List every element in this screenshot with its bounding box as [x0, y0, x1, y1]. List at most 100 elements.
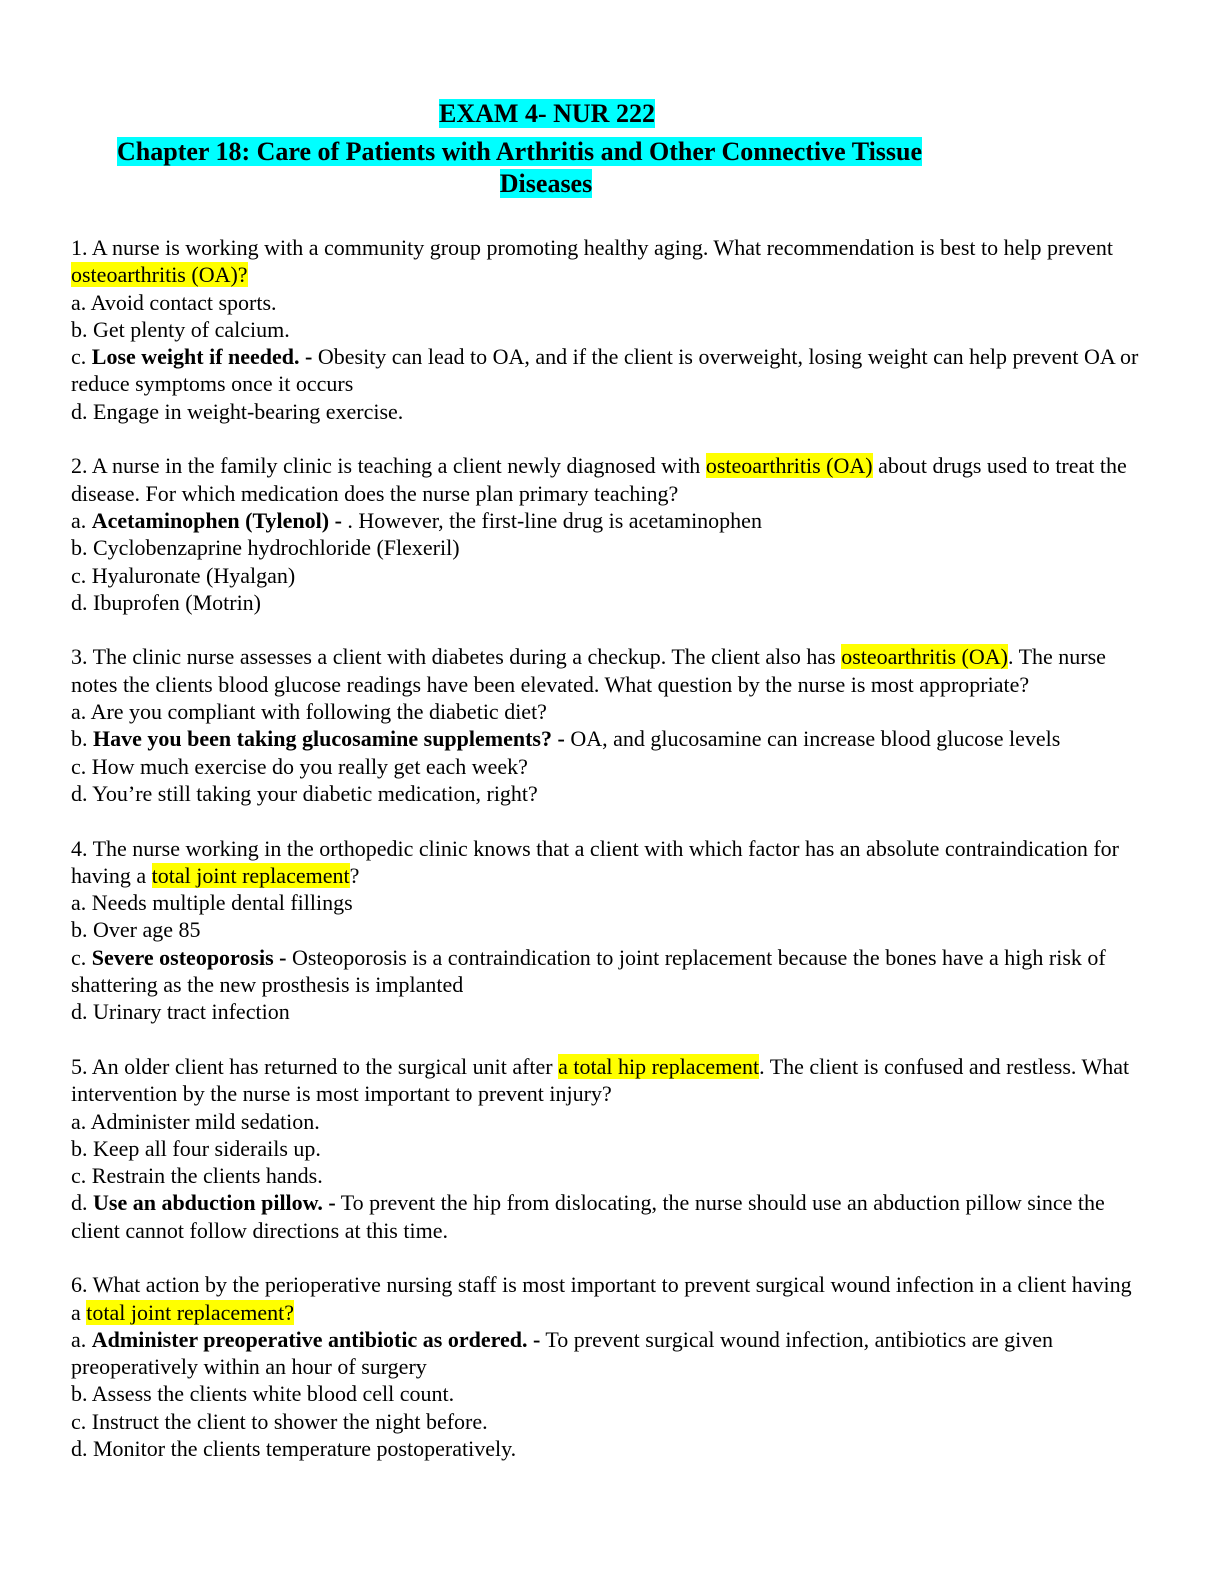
- option-text: Restrain the clients hands.: [91, 1163, 323, 1189]
- option-a: a. Avoid contact sports.: [71, 289, 1141, 316]
- question-3: 3. The clinic nurse assesses a client wi…: [71, 643, 1141, 807]
- option-a: a. Are you compliant with following the …: [71, 698, 1141, 725]
- option-letter: b.: [71, 316, 93, 342]
- option-c-correct: c. Severe osteoporosis - Osteoporosis is…: [71, 944, 1141, 999]
- correct-answer-text: Acetaminophen (Tylenol) -: [91, 507, 342, 533]
- question-stem: 1. A nurse is working with a community g…: [71, 234, 1141, 289]
- highlighted-term: a total hip replacement: [558, 1053, 760, 1079]
- option-letter: c.: [71, 753, 92, 779]
- question-stem: 5. An older client has returned to the s…: [71, 1053, 1141, 1108]
- option-letter: c.: [71, 1163, 92, 1189]
- highlighted-term: osteoarthritis (OA)?: [71, 262, 248, 288]
- option-letter: c.: [71, 944, 92, 970]
- stem-text-after: ?: [349, 862, 360, 888]
- exam-title: EXAM 4- NUR 222: [439, 99, 655, 128]
- option-b: b. Get plenty of calcium.: [71, 316, 1141, 343]
- stem-text: 3. The clinic nurse assesses a client wi…: [71, 644, 842, 670]
- option-letter: b.: [71, 1381, 92, 1407]
- correct-answer-text: Administer preoperative antibiotic as or…: [91, 1326, 541, 1352]
- option-c: c. Instruct the client to shower the nig…: [71, 1408, 1141, 1435]
- option-b-correct: b. Have you been taking glucosamine supp…: [71, 725, 1141, 752]
- stem-text: 6. What action by the perioperative nurs…: [71, 1272, 1132, 1325]
- option-a-correct: a. Administer preoperative antibiotic as…: [71, 1326, 1141, 1381]
- highlighted-term: osteoarthritis (OA): [705, 453, 873, 479]
- option-letter: d.: [71, 999, 93, 1025]
- question-4: 4. The nurse working in the orthopedic c…: [71, 835, 1141, 1026]
- option-letter: b.: [71, 535, 93, 561]
- option-text: Monitor the clients temperature postoper…: [93, 1436, 517, 1462]
- option-a: a. Needs multiple dental fillings: [71, 889, 1141, 916]
- option-text: Urinary tract infection: [93, 999, 290, 1025]
- option-text: Cyclobenzaprine hydrochloride (Flexeril): [93, 535, 460, 561]
- answer-rationale: To prevent surgical wound infection, ant…: [71, 1326, 1053, 1380]
- option-b: b. Over age 85: [71, 916, 1141, 943]
- option-text: Assess the clients white blood cell coun…: [91, 1381, 455, 1407]
- option-text: Are you compliant with following the dia…: [90, 699, 547, 725]
- highlighted-term: osteoarthritis (OA): [841, 644, 1008, 670]
- option-text: Over age 85: [93, 917, 201, 943]
- option-text: Hyaluronate (Hyalgan): [91, 562, 296, 588]
- option-c: c. Restrain the clients hands.: [71, 1162, 1141, 1189]
- answer-rationale: To prevent the hip from dislocating, the…: [71, 1190, 1105, 1243]
- option-letter: d.: [71, 780, 93, 806]
- stem-text-after: about drugs used to treat the disease. F…: [71, 453, 1127, 506]
- option-b: b. Cyclobenzaprine hydrochloride (Flexer…: [71, 534, 1141, 561]
- question-stem: 6. What action by the perioperative nurs…: [71, 1271, 1141, 1326]
- question-6: 6. What action by the perioperative nurs…: [71, 1271, 1141, 1462]
- option-d: d. Engage in weight-bearing exercise.: [71, 398, 1141, 425]
- option-text: How much exercise do you really get each…: [91, 753, 528, 779]
- chapter-title-part-1: Chapter 18: Care of Patients with Arthri…: [117, 137, 923, 166]
- correct-answer-text: Lose weight if needed. -: [91, 344, 313, 370]
- question-stem: 3. The clinic nurse assesses a client wi…: [71, 643, 1141, 698]
- question-stem: 4. The nurse working in the orthopedic c…: [71, 835, 1141, 890]
- chapter-title-part-2: Diseases: [499, 169, 593, 198]
- option-text: You’re still taking your diabetic medica…: [92, 780, 538, 806]
- stem-text-after: . The nurse notes the clients blood gluc…: [71, 644, 1106, 697]
- highlighted-term: total joint replacement: [151, 862, 350, 888]
- option-c-correct: c. Lose weight if needed. - Obesity can …: [71, 343, 1141, 398]
- option-letter: a.: [71, 289, 91, 315]
- option-c: c. How much exercise do you really get e…: [71, 753, 1141, 780]
- question-stem: 2. A nurse in the family clinic is teach…: [71, 452, 1141, 507]
- option-letter: a.: [71, 507, 92, 533]
- question-5: 5. An older client has returned to the s…: [71, 1053, 1141, 1244]
- stem-text: 1. A nurse is working with a community g…: [71, 235, 1113, 260]
- option-letter: c.: [71, 1408, 92, 1434]
- option-b: b. Assess the clients white blood cell c…: [71, 1380, 1141, 1407]
- option-a-correct: a. Acetaminophen (Tylenol) - . However, …: [71, 507, 1141, 534]
- option-text: Keep all four siderails up.: [93, 1135, 321, 1161]
- option-text: Engage in weight-bearing exercise.: [93, 398, 404, 424]
- question-list: 1. A nurse is working with a community g…: [71, 234, 1141, 1490]
- stem-text: 4. The nurse working in the orthopedic c…: [71, 835, 1119, 888]
- option-text: Instruct the client to shower the night …: [91, 1408, 488, 1434]
- option-letter: b.: [71, 1135, 93, 1161]
- option-d: d. Ibuprofen (Motrin): [71, 589, 1141, 616]
- option-letter: c.: [71, 562, 92, 588]
- option-letter: b.: [71, 726, 93, 752]
- correct-answer-text: Severe osteoporosis -: [91, 944, 287, 970]
- answer-rationale: Obesity can lead to OA, and if the clien…: [71, 344, 1139, 397]
- stem-text: 2. A nurse in the family clinic is teach…: [71, 453, 706, 479]
- option-d: d. Urinary tract infection: [71, 998, 1141, 1025]
- option-d: d. Monitor the clients temperature posto…: [71, 1435, 1141, 1462]
- option-d: d. You’re still taking your diabetic med…: [71, 780, 1141, 807]
- option-letter: a.: [71, 1108, 91, 1134]
- option-letter: c.: [71, 344, 92, 370]
- answer-rationale: Osteoporosis is a contraindication to jo…: [71, 944, 1106, 998]
- option-text: Administer mild sedation.: [90, 1108, 320, 1134]
- question-1: 1. A nurse is working with a community g…: [71, 234, 1141, 425]
- correct-answer-text: Have you been taking glucosamine supplem…: [93, 726, 565, 752]
- option-letter: d.: [71, 1190, 93, 1216]
- option-letter: a.: [71, 699, 91, 725]
- question-2: 2. A nurse in the family clinic is teach…: [71, 452, 1141, 616]
- correct-answer-text: Use an abduction pillow. -: [93, 1190, 336, 1216]
- option-letter: a.: [71, 890, 92, 916]
- option-letter: d.: [71, 589, 93, 615]
- option-text: Get plenty of calcium.: [93, 316, 290, 342]
- option-text: Avoid contact sports.: [90, 289, 277, 315]
- option-letter: a.: [71, 1326, 92, 1352]
- option-d-correct: d. Use an abduction pillow. - To prevent…: [71, 1189, 1141, 1244]
- option-letter: b.: [71, 917, 93, 943]
- option-b: b. Keep all four siderails up.: [71, 1135, 1141, 1162]
